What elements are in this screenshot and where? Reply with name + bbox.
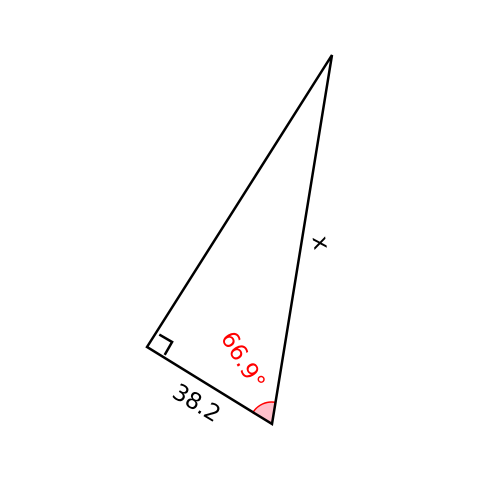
side-label: 38.2 [168,379,225,428]
angle-label: 66.9° [215,327,270,394]
triangle-outline [145,54,334,427]
right-angle-marker [158,333,174,356]
hypotenuse-label: x [307,234,335,252]
